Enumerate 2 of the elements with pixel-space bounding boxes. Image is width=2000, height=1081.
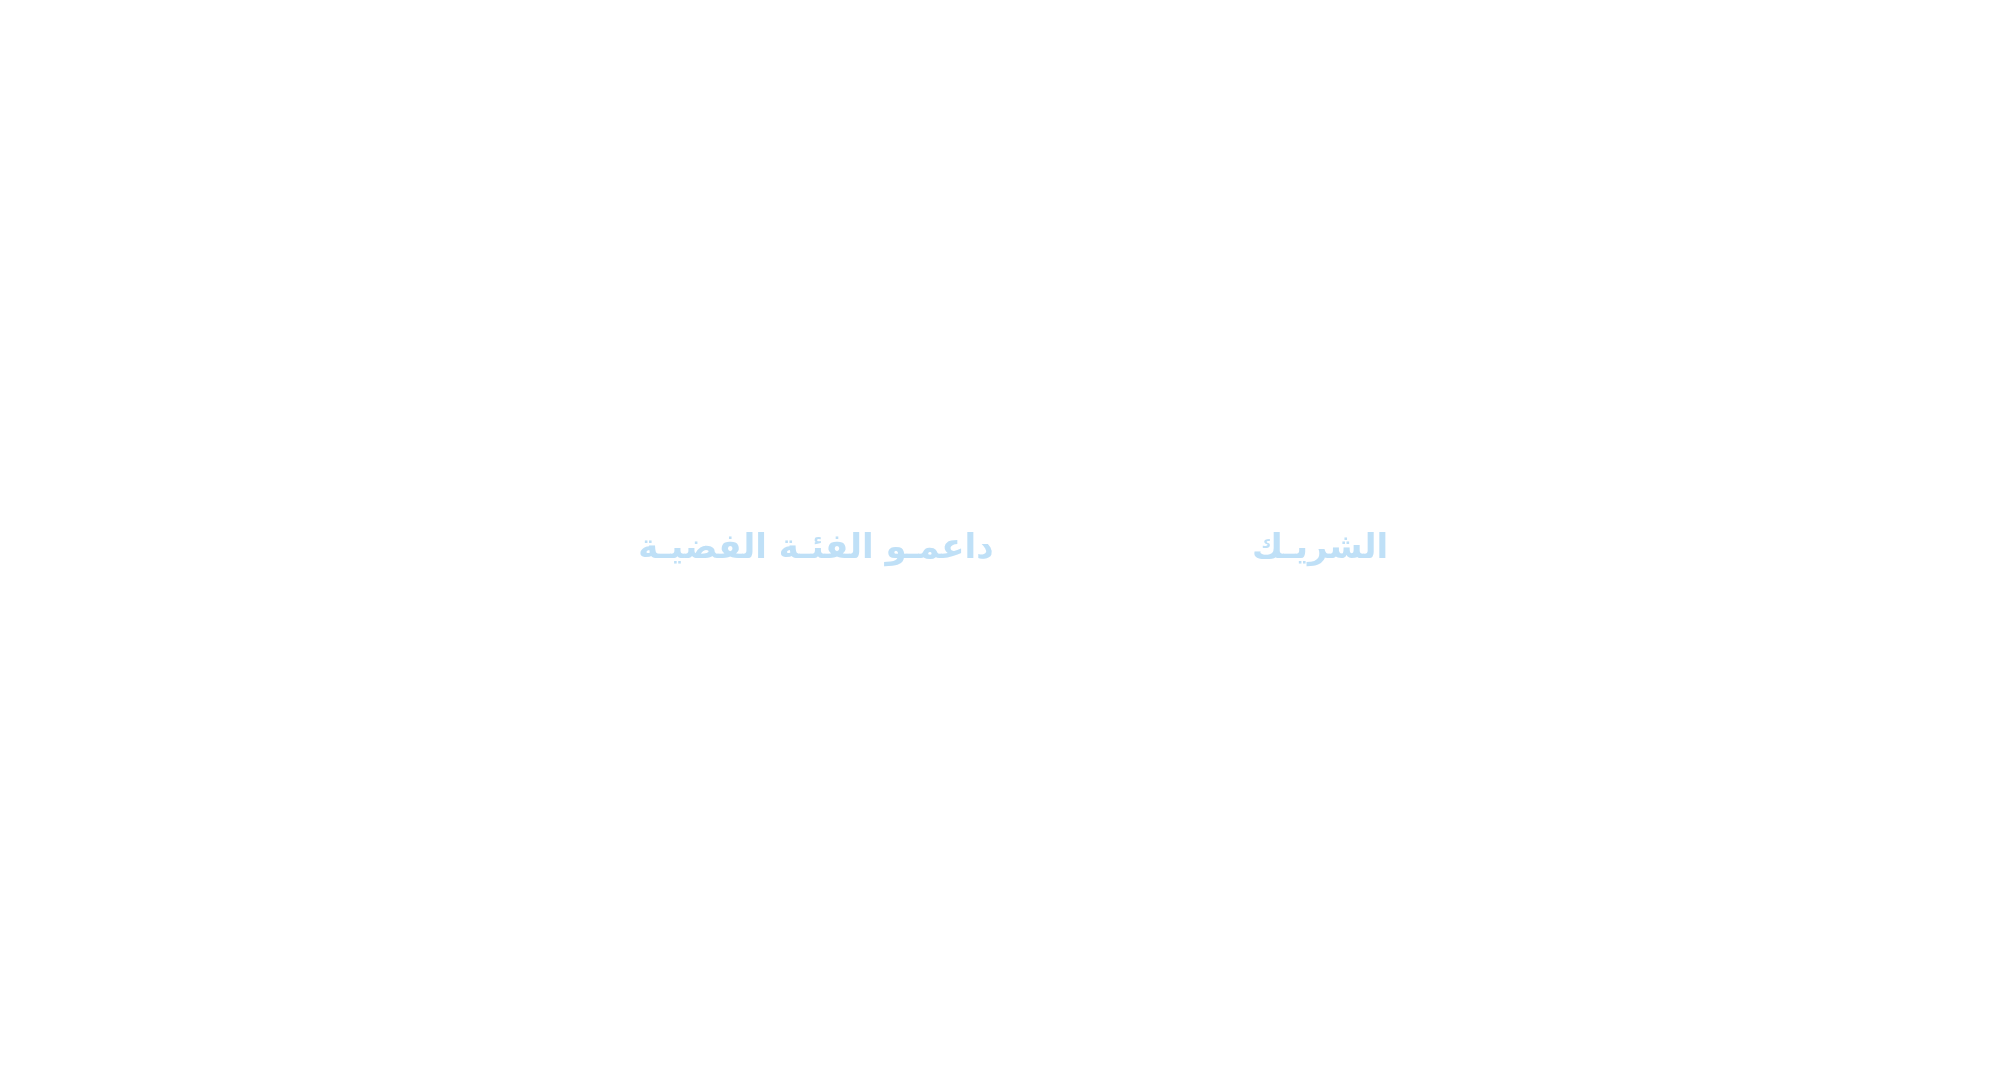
heading: داعمـو الفئـة الفضيـة — [638, 524, 994, 569]
heading: الشريـك — [1251, 524, 1389, 569]
